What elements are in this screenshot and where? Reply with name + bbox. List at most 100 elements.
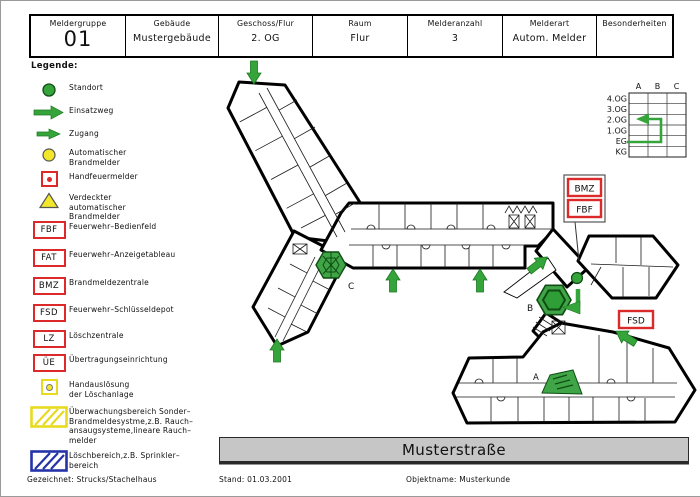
street-name: Musterstraße — [401, 440, 507, 459]
legend-text: Übertragungseinrichtung — [69, 355, 168, 364]
floor-row-4og: 4.OG — [607, 95, 627, 104]
zugang-arrow-mid1 — [385, 268, 401, 293]
legend-text: Einsatzweg — [69, 106, 114, 115]
legend-item-fsd: FSD Feuerwehr–Schlüsseldepot — [29, 304, 174, 322]
melderart-value: Autom. Melder — [512, 33, 587, 44]
legend-text: Löschzentrale — [69, 331, 124, 340]
stairwell-a: A — [533, 369, 583, 395]
street-banner: Musterstraße — [219, 437, 689, 462]
standort-icon — [29, 82, 69, 98]
date-value: Stand: 01.03.2001 — [219, 475, 293, 484]
footer-object: Objektname: Musterkunde — [406, 475, 510, 484]
legend-item-handausloesung: Handauslösung der Löschanlage — [29, 379, 134, 399]
floor-row-1og: 1.OG — [607, 126, 627, 135]
bmz-fbf-callout: BMZ FBF — [563, 174, 606, 262]
lz-box: LZ — [32, 330, 66, 348]
fsd-callout: FSD — [617, 309, 655, 330]
header-label: Besonderheiten — [602, 19, 667, 28]
header-label: Gebäude — [153, 19, 191, 28]
legend-text: Feuerwehr–Bedienfeld — [69, 222, 157, 231]
fsd-label: FSD — [627, 317, 645, 327]
extinguishing-area-icon — [29, 450, 69, 472]
melderanzahl-value: 3 — [451, 33, 459, 44]
fsd-box: FSD — [32, 304, 66, 322]
legend-item-einsatzweg: Einsatzweg — [29, 105, 113, 120]
fat-box: FAT — [32, 249, 66, 267]
fbf-label: FBF — [576, 206, 593, 216]
legend-item-ue: ÜE Übertragungseinrichtung — [29, 354, 168, 372]
legend-item-verdeckter: Verdeckter automatischer Brandmelder — [29, 192, 126, 222]
stairwell-b: B — [527, 284, 572, 316]
legend-item-ueberwachungsbereich: Überwachungsbereich Sonder– Brandmeldesy… — [29, 406, 193, 445]
floor-route-arrow — [627, 113, 663, 144]
ue-box: ÜE — [32, 354, 66, 372]
legend-text: Handauslösung der Löschanlage — [69, 380, 134, 399]
header-label: Melderanzahl — [427, 19, 483, 28]
legend: Legende: Standort Einsatzweg Zugang Auto… — [29, 61, 224, 472]
footer-date: Stand: 01.03.2001 — [219, 475, 292, 484]
header-label: Raum — [348, 19, 372, 28]
legend-text: Verdeckter automatischer Brandmelder — [69, 193, 126, 221]
standort-marker — [570, 271, 584, 285]
legend-item-lz: LZ Löschzentrale — [29, 330, 124, 348]
bmz-box: BMZ — [32, 277, 66, 295]
floor-row-3og: 3.OG — [607, 105, 627, 114]
floor-col-a: A — [636, 82, 642, 91]
legend-text: Überwachungsbereich Sonder– Brandmeldesy… — [69, 407, 194, 445]
einsatzweg-route — [562, 289, 581, 315]
legend-text: Feuerwehr–Anzeigetableau — [69, 250, 176, 259]
header-cell-meldergruppe: Meldergruppe 01 — [31, 16, 126, 56]
legend-text: Automatischer Brandmelder — [69, 148, 127, 167]
floor-col-b: B — [655, 82, 661, 91]
floor-col-c: C — [674, 82, 680, 91]
legend-item-bmz: BMZ Brandmeldezentrale — [29, 277, 149, 295]
legend-item-auto-melder: Automatischer Brandmelder — [29, 147, 126, 167]
drawn-by-value: Strucks/Stachelhaus — [76, 475, 157, 484]
fbf-box: FBF — [32, 221, 66, 239]
stairwell-c: C — [315, 251, 354, 292]
hidden-detector-icon — [29, 192, 69, 209]
legend-text: Feuerwehr–Schlüsseldepot — [69, 305, 174, 314]
legend-item-loeschbereich: Löschbereich,z.B. Sprinkler– bereich — [29, 450, 180, 472]
gebaeude-value: Mustergebäude — [133, 33, 211, 44]
manual-callpoint-icon — [29, 171, 69, 187]
legend-item-zugang: Zugang — [29, 128, 99, 140]
legend-text: Zugang — [69, 129, 99, 138]
legend-item-fbf: FBF Feuerwehr–Bedienfeld — [29, 221, 156, 239]
legend-item-handfeuermelder: Handfeuermelder — [29, 171, 138, 187]
zugang-arrow-top — [246, 60, 262, 85]
raum-value: Flur — [350, 33, 370, 44]
legend-item-standort: Standort — [29, 82, 103, 98]
floor-row-eg: EG — [616, 137, 627, 146]
legend-item-fat: FAT Feuerwehr–Anzeigetableau — [29, 249, 175, 267]
footer-drawn-by: Gezeichnet: Strucks/Stachelhaus — [27, 475, 157, 484]
bmz-label: BMZ — [574, 185, 594, 195]
header-cell-raum: Raum Flur — [313, 16, 408, 56]
stair-b-label: B — [527, 304, 533, 314]
header-label: Geschoss/Flur — [236, 19, 295, 28]
legend-text: Brandmeldezentrale — [69, 278, 149, 287]
header-cell-melderart: Melderart Autom. Melder — [503, 16, 597, 56]
meldergruppe-value: 01 — [63, 27, 93, 51]
zugang-arrow-mid2 — [472, 268, 488, 293]
object-value: Objektname: Musterkunde — [406, 475, 511, 484]
legend-text: Löschbereich,z.B. Sprinkler– bereich — [69, 451, 180, 470]
header-cell-geschoss: Geschoss/Flur 2. OG — [219, 16, 313, 56]
legend-text: Standort — [69, 83, 104, 92]
floor-row-kg: KG — [616, 148, 627, 157]
automatic-detector-icon — [29, 147, 69, 163]
geschoss-value: 2. OG — [251, 33, 280, 44]
monitoring-area-icon — [29, 406, 69, 428]
zugang-icon — [29, 128, 69, 140]
einsatzweg-icon — [29, 105, 69, 120]
stair-a-label: A — [533, 373, 539, 383]
header-cell-melderanzahl: Melderanzahl 3 — [408, 16, 503, 56]
header-label: Melderart — [529, 19, 570, 28]
floor-row-2og: 2.OG — [607, 116, 627, 125]
manual-release-icon — [29, 379, 69, 395]
legend-text: Handfeuermelder — [69, 172, 138, 181]
header-cell-gebaeude: Gebäude Mustergebäude — [126, 16, 219, 56]
legend-title: Legende: — [31, 61, 78, 71]
